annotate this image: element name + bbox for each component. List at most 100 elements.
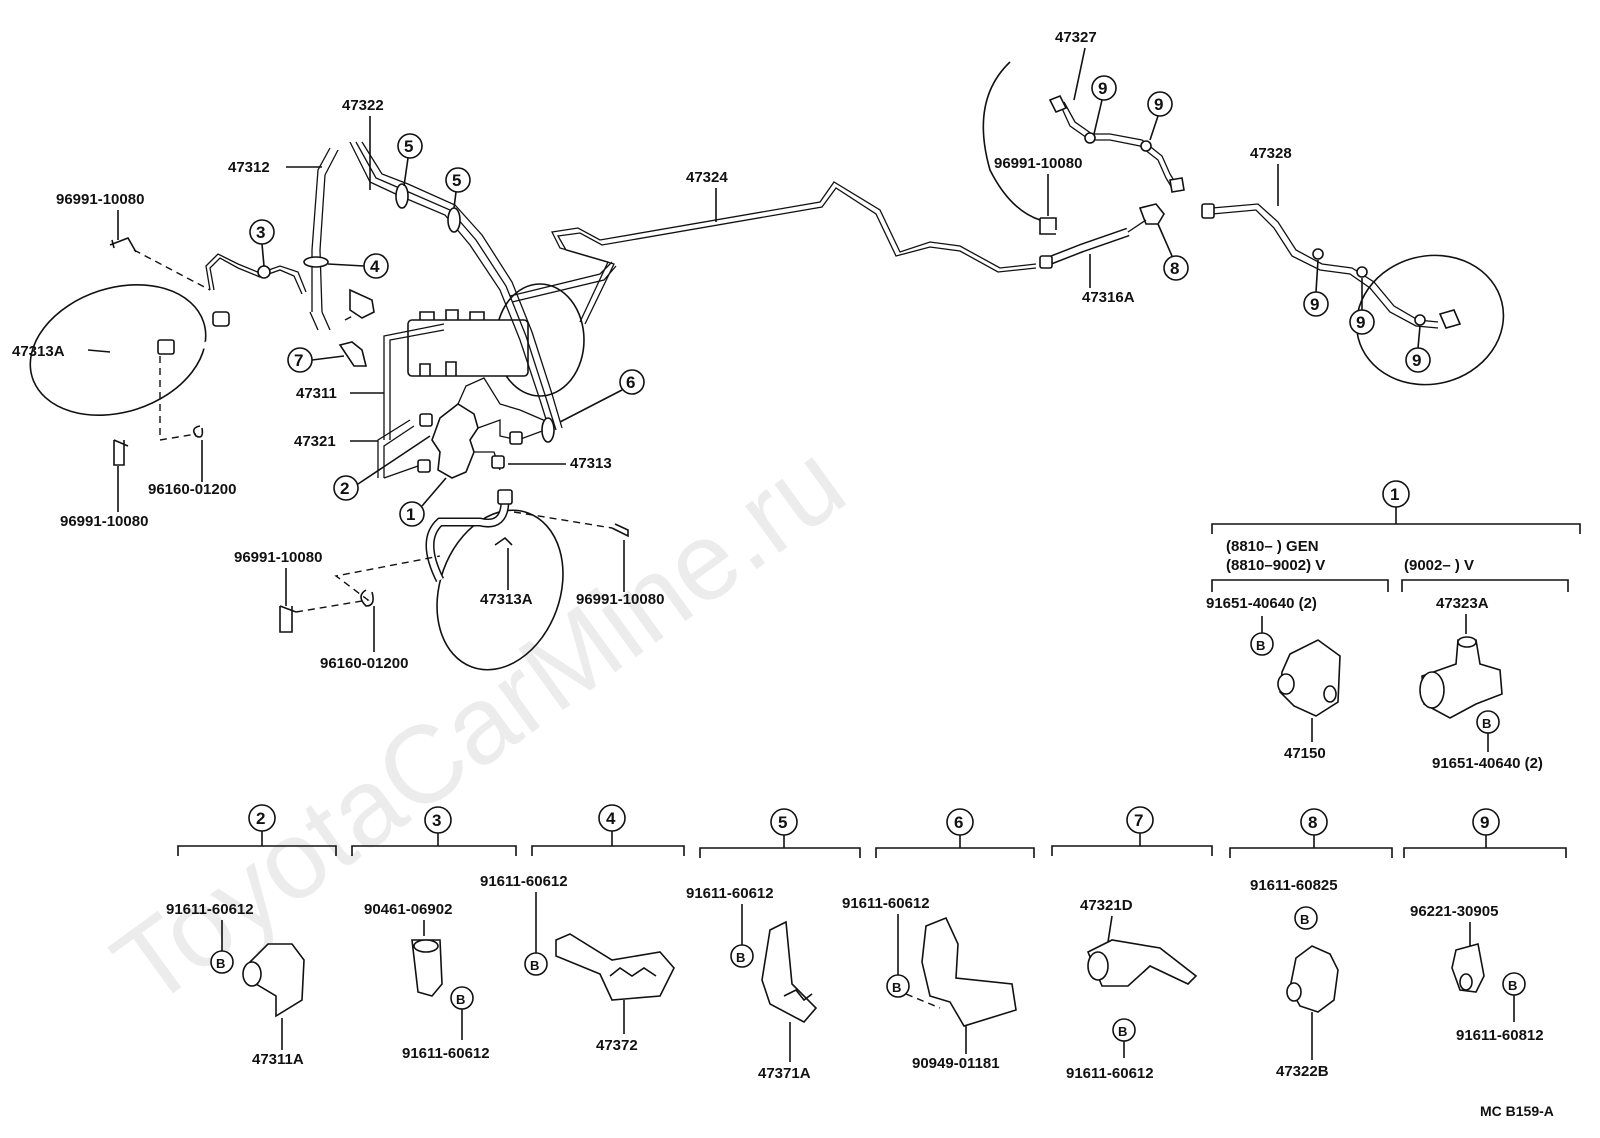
label-47324: 47324 xyxy=(686,169,728,186)
ref-2: 2 xyxy=(333,475,359,501)
ref-5-a: 5 xyxy=(397,133,423,159)
pipe-47311 xyxy=(383,323,445,440)
label-d7-part: 47321D xyxy=(1080,897,1133,914)
bolt-b-d8: B xyxy=(1294,906,1318,930)
detail-1-ref: 1 xyxy=(1382,480,1410,508)
union-47322B xyxy=(1289,945,1339,1013)
detail-2-ref: 2 xyxy=(248,804,276,832)
label-47327: 47327 xyxy=(1055,29,1097,46)
label-96160-left: 96160-01200 xyxy=(148,481,236,498)
detail-6: 6 91611-60612 B 90949-01181 xyxy=(842,808,1035,1072)
bolt-b-d7: B xyxy=(1112,1018,1136,1042)
detail-2: 2 91611-60612 B 47311A xyxy=(166,804,337,1068)
label-d8-part: 47322B xyxy=(1276,1063,1329,1080)
label-47321: 47321 xyxy=(294,433,336,450)
detail-3-ref: 3 xyxy=(424,806,452,834)
left-front-rotor xyxy=(29,284,207,416)
proportioning-valve xyxy=(431,403,479,479)
label-91651-right: 91651-40640 (2) xyxy=(1432,755,1543,772)
label-96991-bottom-right: 96991-10080 xyxy=(576,591,664,608)
label-v-range-2: (9002– ) V xyxy=(1404,557,1474,574)
svg-text:1: 1 xyxy=(1390,485,1399,504)
label-d9-clip: 96221-30905 xyxy=(1410,903,1498,920)
label-96991-upper-left: 96991-10080 xyxy=(56,191,144,208)
svg-text:B: B xyxy=(456,992,465,1007)
label-96991-upper-right: 96991-10080 xyxy=(994,155,1082,172)
pipe-47324 xyxy=(551,181,1037,325)
clamp-47371A xyxy=(761,920,818,1024)
svg-text:B: B xyxy=(1508,978,1517,993)
label-d6-bolt: 91611-60612 xyxy=(842,895,930,912)
bolt-b-d2: B xyxy=(210,950,234,974)
svg-text:9: 9 xyxy=(1310,295,1319,314)
main-labels: 47327 47322 47312 47324 47328 96991-1008… xyxy=(12,29,1431,672)
label-d2-part: 47311A xyxy=(252,1051,304,1068)
bolt-b-d5: B xyxy=(730,944,754,968)
pipe-47327 xyxy=(1059,101,1177,189)
detail-4-ref: 4 xyxy=(598,804,626,832)
svg-text:7: 7 xyxy=(294,351,303,370)
part-47311A xyxy=(249,943,305,1018)
label-47150: 47150 xyxy=(1284,745,1326,762)
label-47311: 47311 xyxy=(296,385,337,402)
clip-90461 xyxy=(411,939,443,997)
label-47312: 47312 xyxy=(228,159,270,176)
detail-3: 3 90461-06902 B 91611-60612 xyxy=(351,806,517,1062)
bolt-b-d4: B xyxy=(524,952,548,976)
svg-text:7: 7 xyxy=(1134,811,1143,830)
detail-9: 9 96221-30905 B 91611-60812 xyxy=(1403,808,1567,1044)
svg-text:5: 5 xyxy=(404,137,413,156)
ref-9-e: 9 xyxy=(1405,347,1431,373)
svg-text:9: 9 xyxy=(1098,79,1107,98)
label-gen-range: (8810– ) GEN xyxy=(1226,538,1319,555)
label-d9-bolt: 91611-60812 xyxy=(1456,1027,1544,1044)
right-front-hose xyxy=(425,499,510,583)
clamp-47372 xyxy=(555,933,675,1001)
right-front-rotor xyxy=(436,509,564,671)
main-assembly xyxy=(29,61,1505,671)
label-d8-bolt: 91611-60825 xyxy=(1250,877,1338,894)
detail-8: 8 91611-60825 B 47322B xyxy=(1229,808,1393,1080)
svg-text:5: 5 xyxy=(452,171,461,190)
svg-text:B: B xyxy=(1482,716,1491,731)
label-96991-lower-left: 96991-10080 xyxy=(60,513,148,530)
svg-text:9: 9 xyxy=(1356,313,1365,332)
label-d2-bolt: 91611-60612 xyxy=(166,901,254,918)
bolt-b-d1b: B xyxy=(1476,710,1500,734)
label-d3-bolt: 91611-60612 xyxy=(402,1045,490,1062)
ref-9-d: 9 xyxy=(1349,309,1375,335)
detail-7-ref: 7 xyxy=(1126,806,1154,834)
left-rear-drum xyxy=(982,61,1041,221)
label-d4-part: 47372 xyxy=(596,1037,638,1054)
pipe-47312 xyxy=(311,147,339,313)
svg-text:3: 3 xyxy=(256,223,265,242)
right-rear-drum xyxy=(1355,254,1505,386)
svg-text:4: 4 xyxy=(606,809,616,828)
master-cylinder xyxy=(407,319,529,377)
ref-8: 8 xyxy=(1163,255,1189,281)
svg-text:B: B xyxy=(1118,1024,1127,1039)
detail-1: 1 (8810– ) GEN (8810–9002) V (9002– ) V … xyxy=(1206,480,1581,772)
diagram-code: MC B159-A xyxy=(1480,1103,1554,1119)
ref-9-c: 9 xyxy=(1303,291,1329,317)
label-d6-part: 90949-01181 xyxy=(912,1055,1000,1072)
label-47316A: 47316A xyxy=(1082,289,1135,306)
label-96991-mid: 96991-10080 xyxy=(234,549,322,566)
svg-text:2: 2 xyxy=(340,479,349,498)
detail-8-ref: 8 xyxy=(1300,808,1328,836)
svg-text:9: 9 xyxy=(1154,95,1163,114)
ref-4: 4 xyxy=(363,253,389,279)
label-91651-left: 91651-40640 (2) xyxy=(1206,595,1317,612)
detail-7: 7 47321D B 91611-60612 xyxy=(1051,806,1213,1082)
bracket-90949 xyxy=(921,916,1017,1027)
pipe-left-front xyxy=(205,253,307,295)
clamp-47321D xyxy=(1086,939,1198,987)
label-d5-bolt: 91611-60612 xyxy=(686,885,774,902)
svg-text:1: 1 xyxy=(406,505,415,524)
label-d5-part: 47371A xyxy=(758,1065,811,1082)
ref-3: 3 xyxy=(249,219,275,245)
ref-6: 6 xyxy=(619,369,645,395)
label-96160-bottom: 96160-01200 xyxy=(320,655,408,672)
svg-text:B: B xyxy=(1300,912,1309,927)
